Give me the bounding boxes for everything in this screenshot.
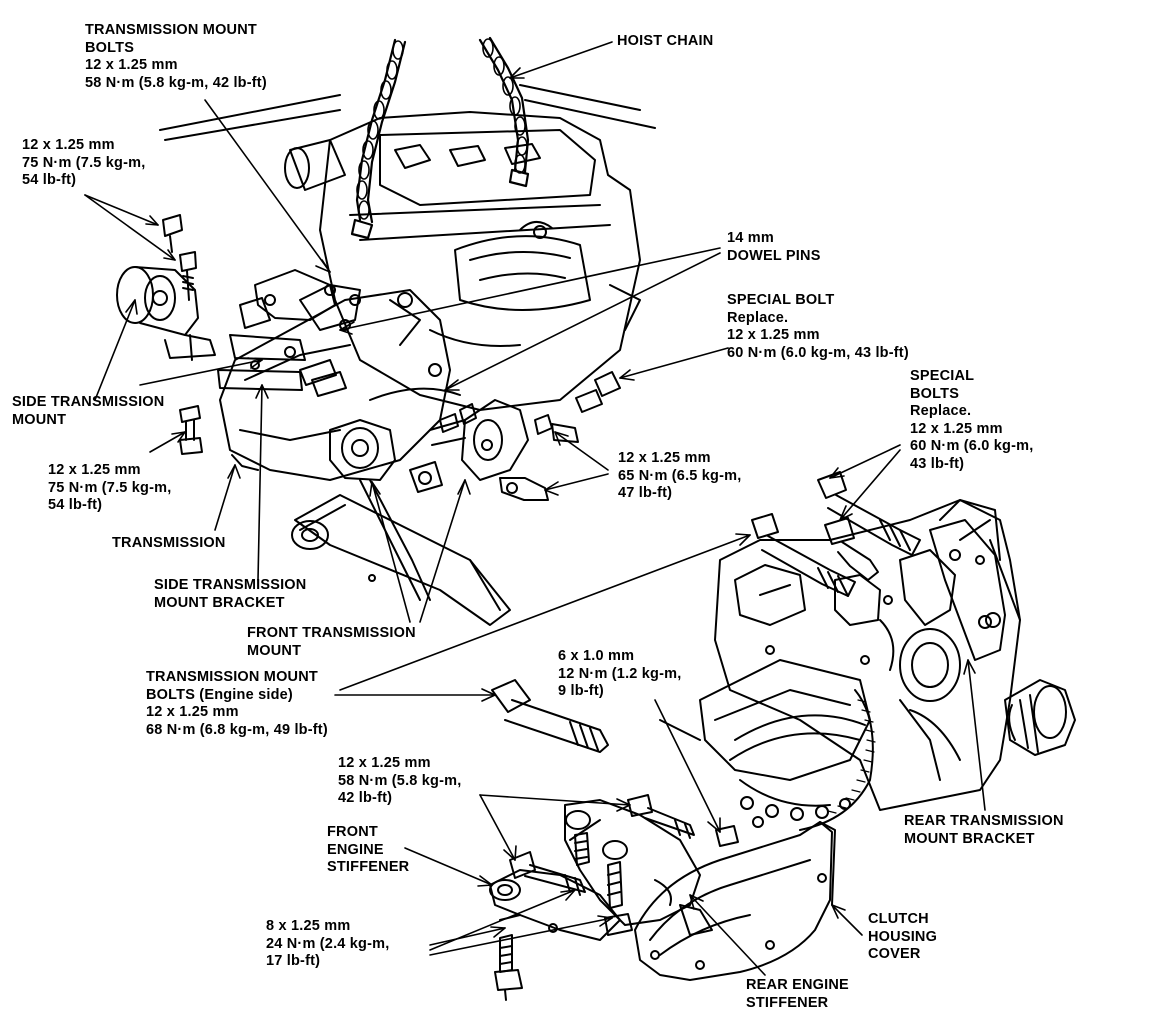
label-rear-transmission-mount-bracket: REAR TRANSMISSION MOUNT BRACKET: [904, 813, 1064, 848]
label-line: 65 N·m (6.5 kg-m,: [618, 467, 742, 484]
label-line: ENGINE: [327, 841, 384, 858]
front-mount-bolts-shape: [499, 371, 621, 501]
label-line: 54 lb-ft): [22, 172, 77, 188]
label-line: 68 N·m (6.8 kg-m, 49 lb-ft): [146, 721, 328, 738]
clutch-housing-cover-shape: [634, 821, 836, 981]
label-line: DOWEL PINS: [727, 247, 821, 264]
label-line: 60 N·m (6.0 kg-m,: [910, 438, 1034, 454]
label-line: MOUNT: [12, 411, 67, 428]
lower-left-bolt-shape: [179, 405, 203, 455]
label-line: 12 x 1.25 mm: [338, 755, 431, 771]
label-line: 12 x 1.25 mm: [85, 57, 178, 73]
label-line: TRANSMISSION MOUNT: [146, 669, 318, 685]
label-line: MOUNT BRACKET: [904, 830, 1035, 847]
label-line: 54 lb-ft): [48, 497, 103, 513]
label-line: REAR TRANSMISSION: [904, 813, 1064, 829]
label-line: HOIST CHAIN: [617, 33, 714, 49]
label-line: 12 x 1.25 mm: [48, 462, 141, 478]
label-line: 42 lb-ft): [338, 790, 393, 806]
label-line: CLUTCH: [868, 911, 929, 927]
label-transmission-mount-bolts-top: TRANSMISSION MOUNT BOLTS 12 x 1.25 mm 58…: [85, 22, 267, 92]
label-line: 14 mm: [727, 230, 774, 246]
label-rear-engine-stiffener: REAR ENGINE STIFFENER: [746, 977, 849, 1012]
label-special-bolt: SPECIAL BOLT Replace. 12 x 1.25 mm 60 N·…: [727, 292, 909, 362]
rubber-bushing: [1004, 679, 1076, 756]
label-line: SPECIAL BOLT: [727, 292, 835, 308]
label-line: 12 x 1.25 mm: [618, 450, 711, 466]
label-line: 60 N·m (6.0 kg-m, 43 lb-ft): [727, 344, 909, 361]
rear-engine-block: [714, 499, 1021, 811]
label-line: 12 N·m (1.2 kg-m,: [558, 665, 682, 682]
stiffener-bolts-shape: [509, 794, 739, 896]
label-front-mount-bolts-torque: 12 x 1.25 mm 65 N·m (6.5 kg-m, 47 lb-ft): [618, 450, 741, 503]
special-bolts-shape: [751, 471, 921, 597]
label-line: 75 N·m (7.5 kg-m,: [48, 479, 172, 496]
rear-mount-bracket-shape: [929, 519, 1006, 661]
label-line: 58 N·m (5.8 kg-m, 42 lb-ft): [85, 74, 267, 91]
side-mount-bolts-shape: [162, 214, 197, 301]
label-hoist-chain: HOIST CHAIN: [617, 33, 713, 51]
label-line: HOUSING: [868, 928, 938, 945]
leader-lines: [84, 41, 986, 976]
label-line: 12 x 1.25 mm: [910, 420, 1003, 437]
label-line: 24 N·m (2.4 kg-m,: [266, 935, 390, 952]
label-clutch-housing-cover: CLUTCH HOUSING COVER: [868, 911, 937, 964]
label-line: TRANSMISSION: [112, 535, 226, 551]
label-line: 8 x 1.25 mm: [266, 918, 351, 934]
label-transmission: TRANSMISSION: [112, 535, 226, 553]
label-line: SPECIAL: [910, 368, 975, 384]
label-line: 12 x 1.25 mm: [727, 327, 820, 343]
label-special-bolts: SPECIAL BOLTS Replace. 12 x 1.25 mm 60 N…: [910, 368, 1033, 473]
label-line: COVER: [868, 946, 921, 962]
subframe: [291, 479, 511, 626]
label-line: Replace.: [727, 309, 789, 326]
label-line: SIDE TRANSMISSION: [154, 577, 307, 593]
label-line: BOLTS: [85, 39, 135, 56]
label-line: 43 lb-ft): [910, 455, 965, 472]
oil-pan-and-flywheel: [659, 659, 876, 831]
engine-side-mount-bolt-shape: [491, 679, 609, 753]
label-line: MOUNT BRACKET: [154, 594, 285, 611]
label-line: MOUNT: [247, 642, 302, 659]
label-dowel-pins: 14 mm DOWEL PINS: [727, 230, 821, 265]
label-line: STIFFENER: [327, 859, 410, 875]
rear-engine-stiffener-shape: [564, 799, 701, 936]
label-line: 47 lb-ft): [618, 485, 673, 501]
dowel-pin-bolts-shape: [299, 359, 477, 433]
label-eight-mm-bolts-torque: 8 x 1.25 mm 24 N·m (2.4 kg-m, 17 lb-ft): [266, 918, 389, 971]
label-line: 58 N·m (5.8 kg-m,: [338, 772, 462, 789]
label-line: 9 lb-ft): [558, 683, 604, 699]
label-line: TRANSMISSION MOUNT: [85, 22, 257, 38]
label-transmission-mount-bolts-engine-side: TRANSMISSION MOUNT BOLTS (Engine side) 1…: [146, 669, 328, 739]
label-stiffener-bolts-torque: 12 x 1.25 mm 58 N·m (5.8 kg-m, 42 lb-ft): [338, 755, 461, 808]
label-front-transmission-mount: FRONT TRANSMISSION MOUNT: [247, 625, 416, 660]
label-line: 6 x 1.0 mm: [558, 648, 635, 664]
front-mount-shape: [329, 399, 529, 493]
label-line: BOLTS (Engine side): [146, 686, 293, 703]
label-line: Replace.: [910, 403, 972, 419]
label-line: FRONT TRANSMISSION: [247, 625, 416, 641]
label-line: REAR ENGINE: [746, 977, 849, 993]
label-line: FRONT: [327, 824, 378, 840]
label-lower-bolt-torque: 12 x 1.25 mm 75 N·m (7.5 kg-m, 54 lb-ft): [48, 462, 171, 515]
side-mount-bracket-shape: [217, 269, 336, 391]
label-line: SIDE TRANSMISSION: [12, 394, 165, 410]
label-side-mount-bolts-torque: 12 x 1.25 mm 75 N·m (7.5 kg-m, 54 lb-ft): [22, 137, 145, 190]
label-small-bolt-torque: 6 x 1.0 mm 12 N·m (1.2 kg-m, 9 lb-ft): [558, 648, 681, 701]
label-side-transmission-mount-bracket: SIDE TRANSMISSION MOUNT BRACKET: [154, 577, 306, 612]
front-engine-stiffener-shape: [489, 869, 621, 1001]
label-line: 17 lb-ft): [266, 953, 321, 969]
label-line: 12 x 1.25 mm: [22, 137, 115, 153]
label-line: 12 x 1.25 mm: [146, 704, 239, 720]
side-mount-shape: [116, 266, 216, 361]
label-front-engine-stiffener: FRONT ENGINE STIFFENER: [327, 824, 409, 877]
label-line: STIFFENER: [746, 994, 829, 1011]
hoist-chain: [350, 36, 530, 240]
label-side-transmission-mount: SIDE TRANSMISSION MOUNT: [12, 394, 164, 429]
label-line: BOLTS: [910, 385, 960, 402]
label-line: 75 N·m (7.5 kg-m,: [22, 154, 146, 171]
